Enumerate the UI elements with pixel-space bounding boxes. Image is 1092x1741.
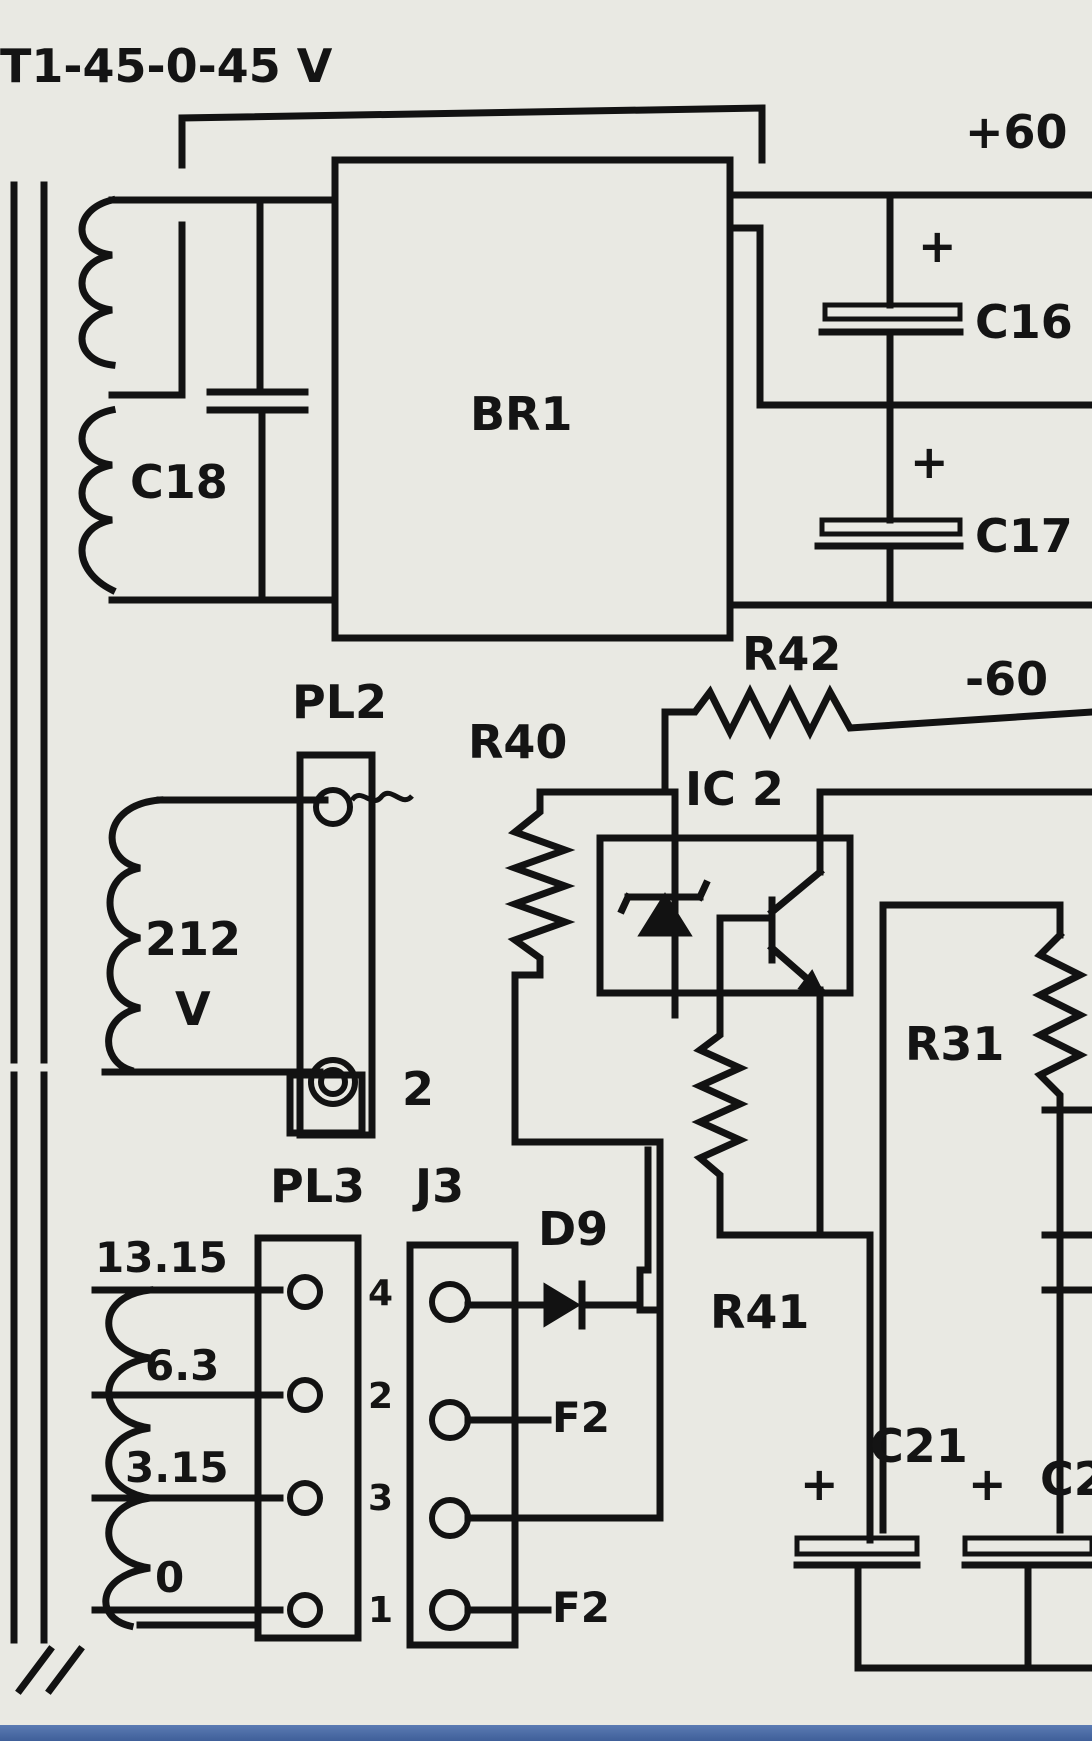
j3-pin-1[interactable] (429, 1589, 471, 1631)
winding-212-label: 212 (145, 912, 241, 966)
winding-45v-lower (78, 405, 117, 595)
ic2-transistor (716, 788, 1092, 1004)
j3-connector (406, 1241, 519, 1649)
transformer-core (10, 181, 85, 1695)
pl3-pin-4-number: 4 (368, 1273, 393, 1314)
c16-label: C16 (975, 295, 1073, 349)
c17-polarity: + (910, 435, 949, 489)
c17-capacitor (814, 401, 964, 609)
pl2-connector (286, 751, 376, 1139)
pl2-label: PL2 (292, 675, 387, 729)
c22-label: C2 (1040, 1452, 1092, 1506)
r41-label: R41 (710, 1285, 809, 1339)
r31-label: R31 (905, 1017, 1004, 1071)
pl3-pin-3[interactable] (287, 1480, 323, 1516)
r40-label: R40 (468, 715, 567, 769)
c16-polarity: + (918, 219, 957, 273)
pl2-pin-2-inner (318, 1067, 348, 1097)
ground-symbol (15, 1645, 85, 1695)
ic2-label: IC 2 (685, 762, 784, 816)
f2-lower-label: F2 (552, 1583, 610, 1632)
c21-capacitor (793, 1535, 921, 1672)
pl3-pin-3-number: 3 (368, 1478, 393, 1519)
pl2-pin-2[interactable] (308, 1057, 358, 1107)
c16-capacitor (818, 191, 964, 409)
j3-pin-2[interactable] (429, 1399, 471, 1441)
r40-resistor (504, 788, 664, 1314)
c22-polarity: + (968, 1457, 1007, 1511)
j3-pin-4[interactable] (429, 1281, 471, 1323)
tap-13-15-label: 13.15 (95, 1233, 228, 1282)
c21-label: C21 (870, 1419, 968, 1473)
pl3-connector (254, 1234, 362, 1642)
br1-bridge-rectifier (331, 156, 734, 642)
r42-resistor (661, 684, 1092, 794)
ic2-zener-diode (617, 879, 711, 937)
d9-label: D9 (538, 1202, 608, 1256)
winding-212v (105, 796, 164, 1075)
c22-capacitor-partial (961, 1535, 1092, 1672)
c21-polarity: + (800, 1457, 839, 1511)
r42-label: R42 (742, 627, 841, 681)
c18-label: C18 (130, 455, 228, 509)
f2-upper-label: F2 (552, 1393, 610, 1442)
j3-label: J3 (412, 1159, 464, 1213)
winding-212-unit: V (175, 982, 211, 1036)
plus60-label: +60 (965, 105, 1068, 159)
d9-diode (464, 1146, 652, 1330)
br1-label: BR1 (470, 387, 573, 441)
tap-3-15-label: 3.15 (125, 1443, 229, 1492)
r41-resistor (691, 996, 874, 1544)
r31-resistor (1032, 930, 1088, 1534)
c18-capacitor (206, 196, 309, 604)
pl3-pin-1-number: 1 (368, 1590, 393, 1631)
pl3-pin-2-number: 2 (368, 1376, 393, 1417)
pl3-pin-1[interactable] (287, 1592, 323, 1628)
pl3-label: PL3 (270, 1159, 365, 1213)
c17-label: C17 (975, 509, 1073, 563)
ic2-package (596, 834, 854, 997)
tap-0-label: 0 (155, 1553, 184, 1602)
pl2-pin-2-label: 2 (402, 1062, 434, 1116)
transformer-label: T1-45-0-45 V (0, 39, 333, 93)
winding-45v-upper (78, 195, 117, 369)
j3-pin-3[interactable] (429, 1497, 471, 1539)
winding-heaters (102, 1286, 154, 1631)
tap-6-3-label: 6.3 (145, 1341, 219, 1390)
pl2-pin-1[interactable] (313, 787, 353, 827)
pl3-pin-2[interactable] (287, 1377, 323, 1413)
pl3-pin-4[interactable] (287, 1274, 323, 1310)
minus60-label: -60 (965, 652, 1048, 706)
